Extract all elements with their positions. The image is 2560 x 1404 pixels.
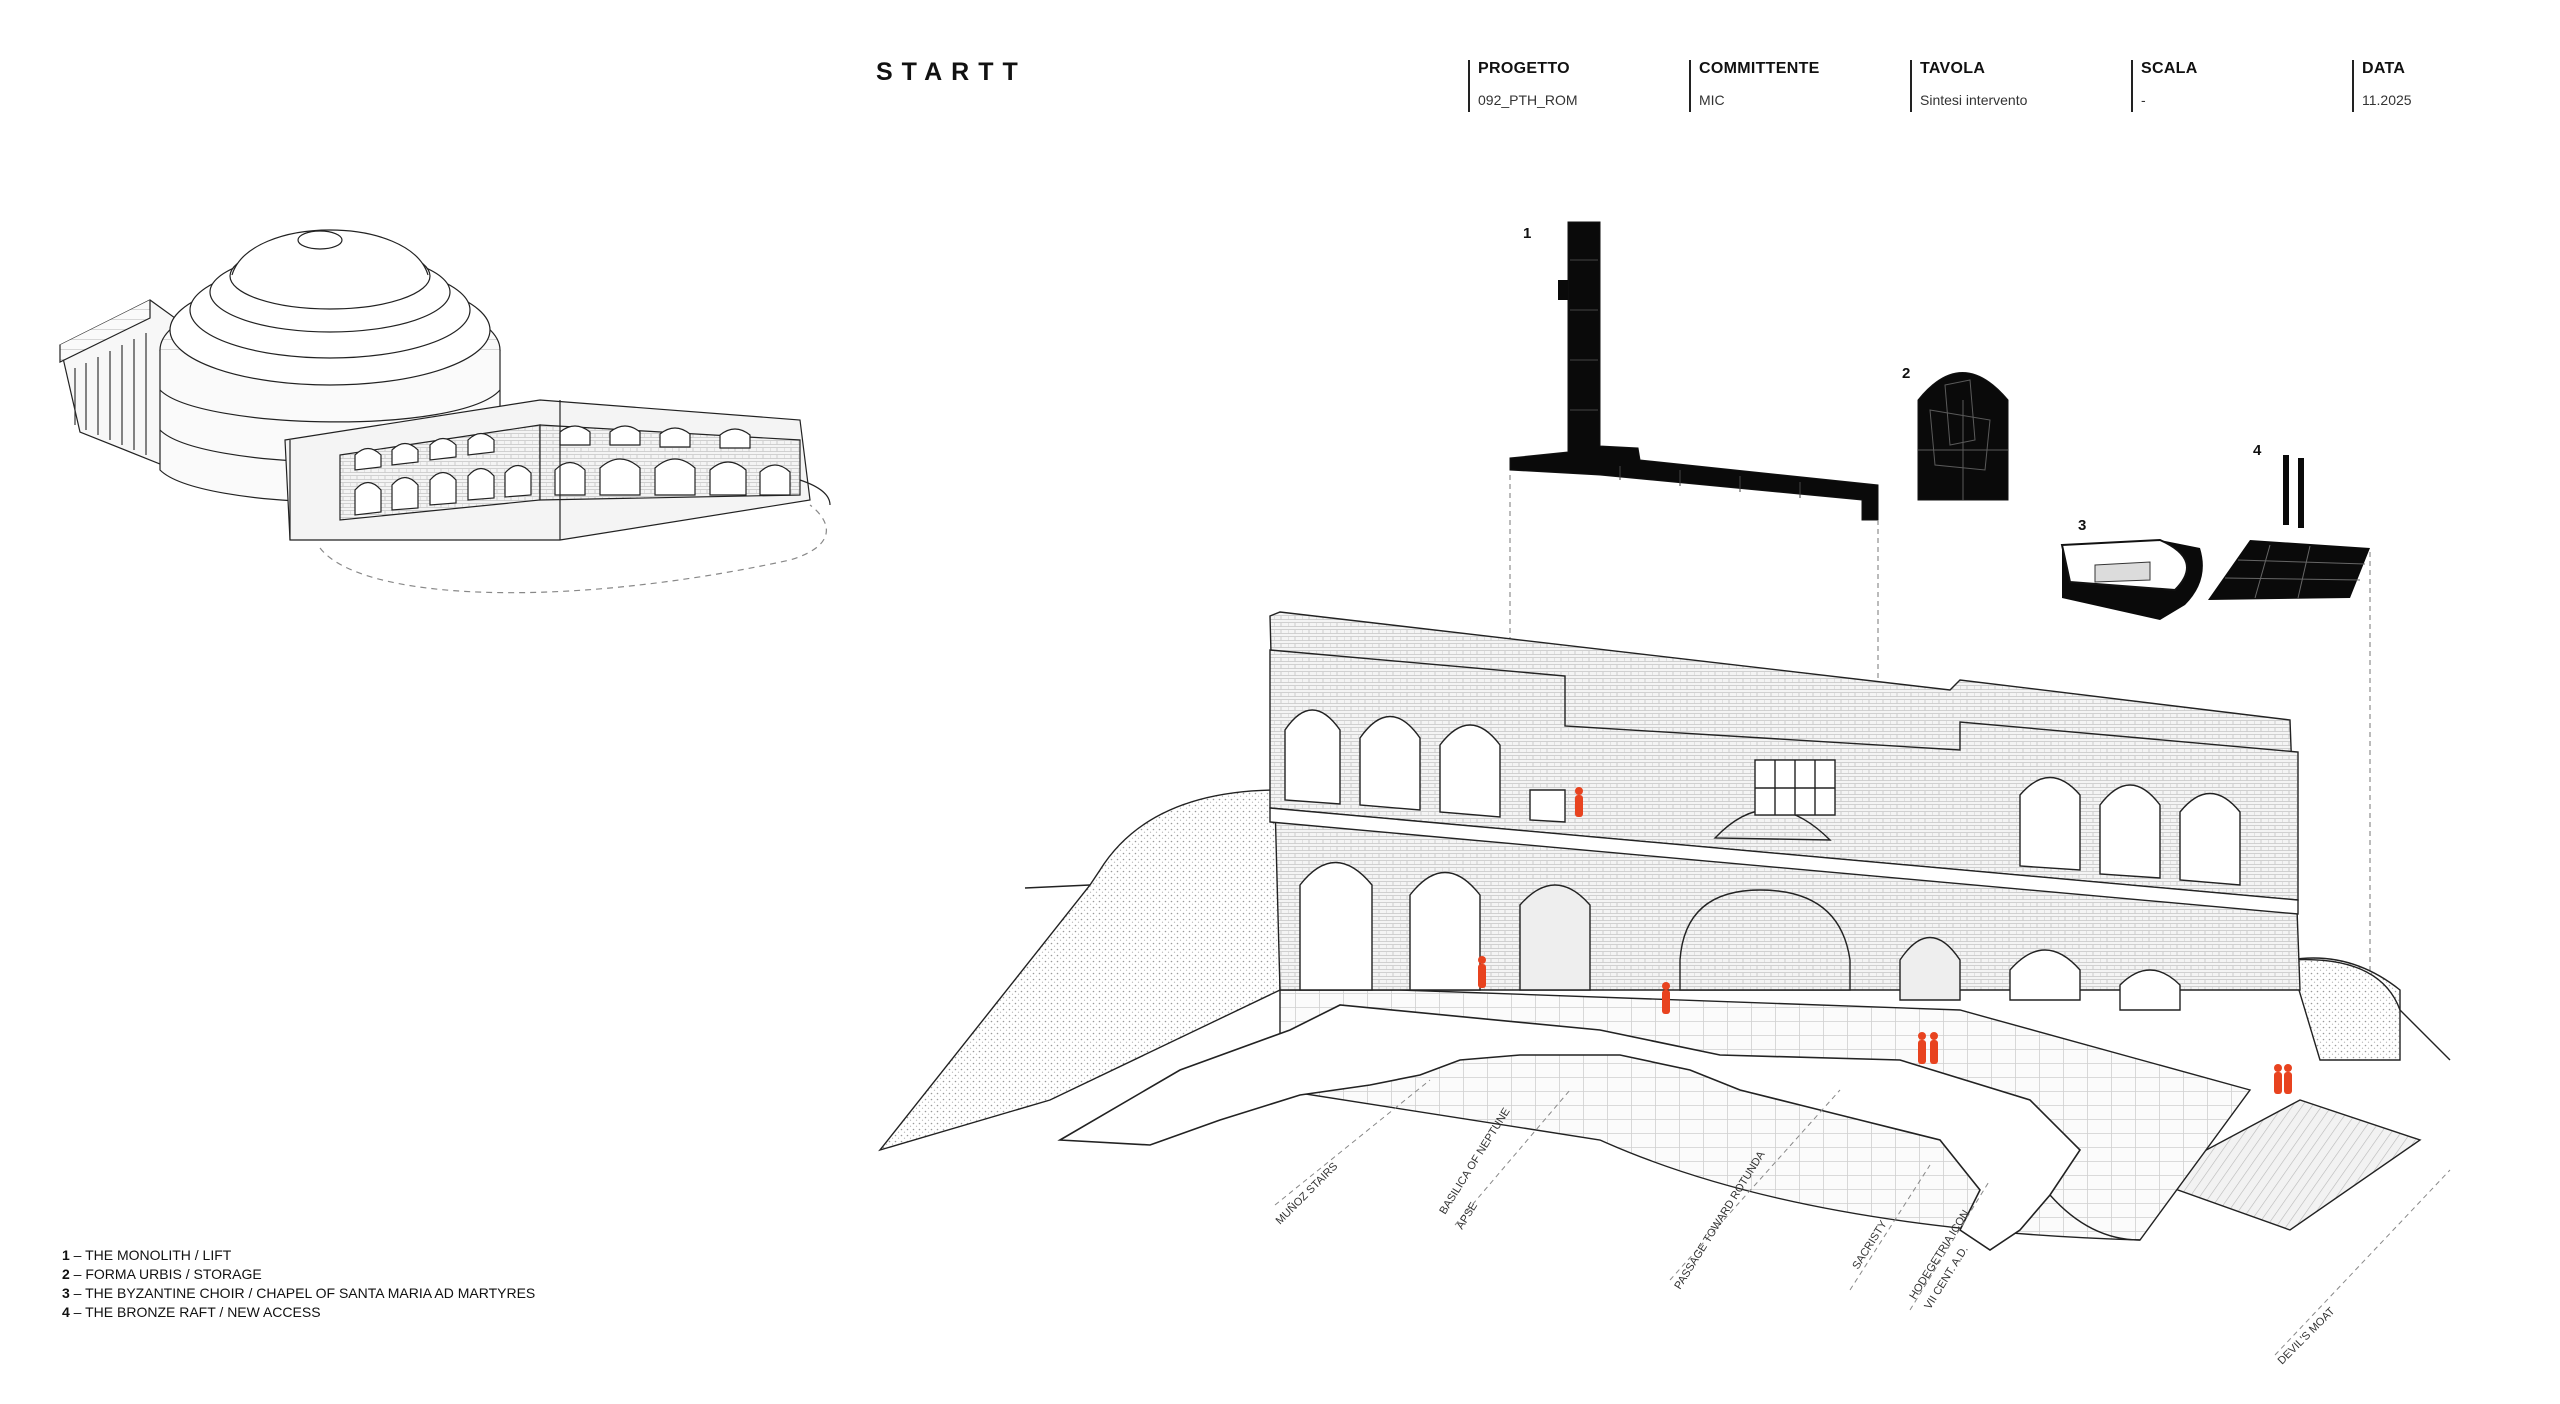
title-block: PROGETTO 092_PTH_ROM COMMITTENTE MIC TAV… [1468, 60, 2560, 112]
titleblock-project: PROGETTO 092_PTH_ROM [1468, 60, 1689, 112]
legend-number: 2 [62, 1266, 70, 1282]
legend-item: 2 – FORMA URBIS / STORAGE [62, 1265, 535, 1284]
titleblock-value: 11.2025 [2362, 92, 2412, 108]
titleblock-value: - [2141, 92, 2146, 108]
legend: 1 – THE MONOLITH / LIFT 2 – FORMA URBIS … [62, 1246, 535, 1322]
legend-number: 4 [62, 1304, 70, 1320]
label-sacristy: SACRISTY [1850, 1218, 1890, 1272]
element-2-forma-urbis: 2 [1902, 365, 2009, 501]
titleblock-scale: SCALA - [2131, 60, 2352, 112]
titleblock-heading: SCALA [2141, 60, 2198, 77]
legend-item: 4 – THE BRONZE RAFT / NEW ACCESS [62, 1303, 535, 1322]
titleblock-value: MIC [1699, 92, 1725, 108]
label-apse: APSE [1454, 1200, 1480, 1231]
titleblock-heading: COMMITTENTE [1699, 60, 1820, 77]
element-tag: 3 [2078, 517, 2086, 534]
pantheon-key-axonometric [59, 229, 831, 594]
legend-number: 1 [62, 1247, 70, 1263]
main-section-axonometric [878, 611, 2451, 1251]
element-tag: 2 [1902, 365, 1910, 382]
brand-logo: STARTT [876, 58, 1027, 86]
titleblock-client: COMMITTENTE MIC [1689, 60, 1910, 112]
titleblock-value: 092_PTH_ROM [1478, 92, 1578, 108]
human-figures [1478, 787, 2292, 1094]
label-munoz-stairs: MUÑOZ STAIRS [1273, 1160, 1340, 1227]
titleblock-heading: DATA [2362, 60, 2406, 77]
legend-text: – THE MONOLITH / LIFT [69, 1247, 232, 1263]
titleblock-value: Sintesi intervento [1920, 92, 2028, 108]
element-3-byzantine-choir: 3 [2060, 517, 2203, 620]
titleblock-heading: TAVOLA [1920, 60, 1986, 77]
label-devils-moat: DEVIL'S MOAT [2276, 1305, 2338, 1367]
element-tag: 1 [1523, 225, 1531, 242]
element-4-bronze-raft: 4 [2208, 442, 2370, 600]
legend-text: – FORMA URBIS / STORAGE [69, 1266, 262, 1282]
element-1-monolith: 1 [1509, 221, 1879, 521]
element-tag: 4 [2253, 442, 2262, 459]
label-leaders [1274, 1079, 2451, 1356]
titleblock-heading: PROGETTO [1478, 60, 1570, 77]
label-basilica: BASILICA OF NEPTUNE [1437, 1106, 1512, 1217]
legend-item: 1 – THE MONOLITH / LIFT [62, 1246, 535, 1265]
titleblock-date: DATA 11.2025 [2352, 60, 2560, 112]
legend-text: – THE BRONZE RAFT / NEW ACCESS [69, 1304, 321, 1320]
legend-text: – THE BYZANTINE CHOIR / CHAPEL OF SANTA … [69, 1285, 536, 1301]
titleblock-sheet: TAVOLA Sintesi intervento [1910, 60, 2131, 112]
legend-number: 3 [62, 1285, 70, 1301]
legend-item: 3 – THE BYZANTINE CHOIR / CHAPEL OF SANT… [62, 1284, 535, 1303]
